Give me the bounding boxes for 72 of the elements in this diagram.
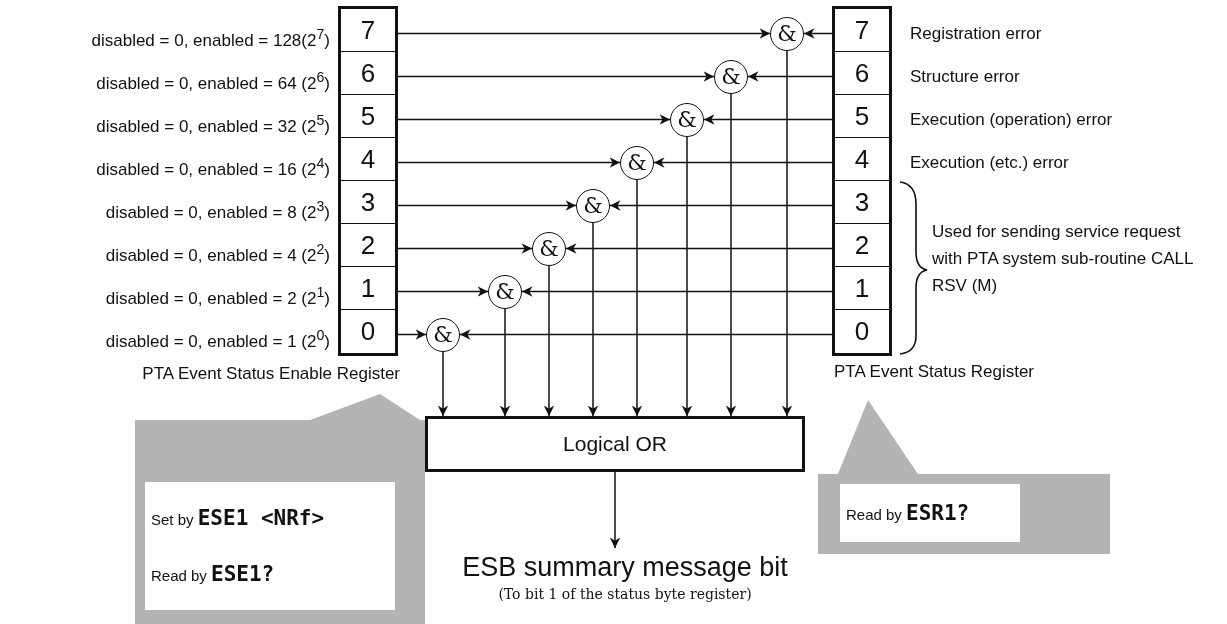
arrow (725, 92, 737, 417)
arrow (499, 307, 511, 417)
bit-description: Structure error (910, 66, 1020, 87)
register-cell: 5 (341, 95, 395, 138)
register-title: PTA Event Status Enable Register (141, 364, 400, 385)
register-cell: 1 (341, 267, 395, 310)
and-gate: & (670, 102, 704, 137)
arrow (803, 28, 833, 39)
arrow (397, 286, 489, 297)
note-text: Used for sending service request with PTA system sub-routine CALL RSV (M) (932, 221, 1194, 297)
bit-description: Execution (operation) error (910, 109, 1113, 130)
bit-description: disabled = 0, enabled = 64 (2$^{6}$) (96, 67, 330, 94)
register-cell: 2 (835, 224, 889, 267)
register-cell: 5 (835, 95, 889, 138)
output-label: ESB summary message bit (461, 551, 789, 584)
register-cell: 6 (341, 52, 395, 95)
register-cell: 0 (341, 310, 395, 353)
bit-description: disabled = 0, enabled = 32 (2$^{5}$) (96, 110, 330, 137)
register-cell: 4 (341, 138, 395, 181)
bit-description: disabled = 0, enabled = 1 (2$^{0}$) (105, 325, 330, 352)
command-text: Set by ESE1 <NRf> (151, 506, 326, 530)
register-cell: 3 (341, 181, 395, 224)
arrow (521, 286, 833, 297)
arrow (459, 329, 833, 340)
and-gate: & (770, 16, 804, 51)
arrow (653, 157, 833, 168)
arrow (587, 221, 599, 417)
register-cell: 7 (341, 9, 395, 52)
arrow (781, 49, 793, 417)
arrow (631, 178, 643, 417)
arrow (609, 200, 833, 211)
arrow (397, 71, 715, 82)
arrow (397, 200, 577, 211)
and-gate: & (532, 231, 566, 266)
register-cell: 6 (835, 52, 889, 95)
register-title: PTA Event Status Register (834, 362, 1035, 383)
and-gate: & (714, 59, 748, 94)
arrow (397, 114, 671, 125)
callout-box (135, 394, 425, 624)
register-cell: 4 (835, 138, 889, 181)
bit-description: disabled = 0, enabled = 8 (2$^{3}$) (105, 196, 330, 223)
register-cell: 3 (835, 181, 889, 224)
and-gate: & (576, 188, 610, 223)
callout-box (818, 400, 1110, 554)
arrow (397, 157, 621, 168)
arrow (397, 243, 533, 254)
command-text: Read by ESR1? (846, 501, 971, 525)
arrow (397, 329, 427, 340)
output-note: (To bit 1 of the status byte register) (497, 586, 753, 602)
arrow (747, 71, 833, 82)
arrow (437, 350, 449, 417)
register-cell: 2 (341, 224, 395, 267)
arrow (703, 114, 833, 125)
and-gate: & (620, 145, 654, 180)
arrow (609, 471, 621, 549)
and-gate: & (426, 317, 460, 352)
logic-box: Logical OR (425, 416, 805, 472)
bit-description: Execution (etc.) error (910, 152, 1069, 173)
arrow (543, 264, 555, 417)
register-cell: 0 (835, 310, 889, 353)
command-text: Read by ESE1? (151, 562, 276, 586)
register-cell: 1 (835, 267, 889, 310)
and-gate: & (488, 274, 522, 309)
bit-description: disabled = 0, enabled = 4 (2$^{2}$) (105, 239, 330, 266)
bit-description: Registration error (910, 23, 1042, 44)
arrow (681, 135, 693, 417)
bit-description: disabled = 0, enabled = 128(2$^{7}$) (91, 24, 330, 51)
bit-description: disabled = 0, enabled = 2 (2$^{1}$) (105, 282, 330, 309)
register-cell: 7 (835, 9, 889, 52)
arrow (565, 243, 833, 254)
bit-description: disabled = 0, enabled = 16 (2$^{4}$) (96, 153, 330, 180)
arrow (397, 28, 771, 39)
